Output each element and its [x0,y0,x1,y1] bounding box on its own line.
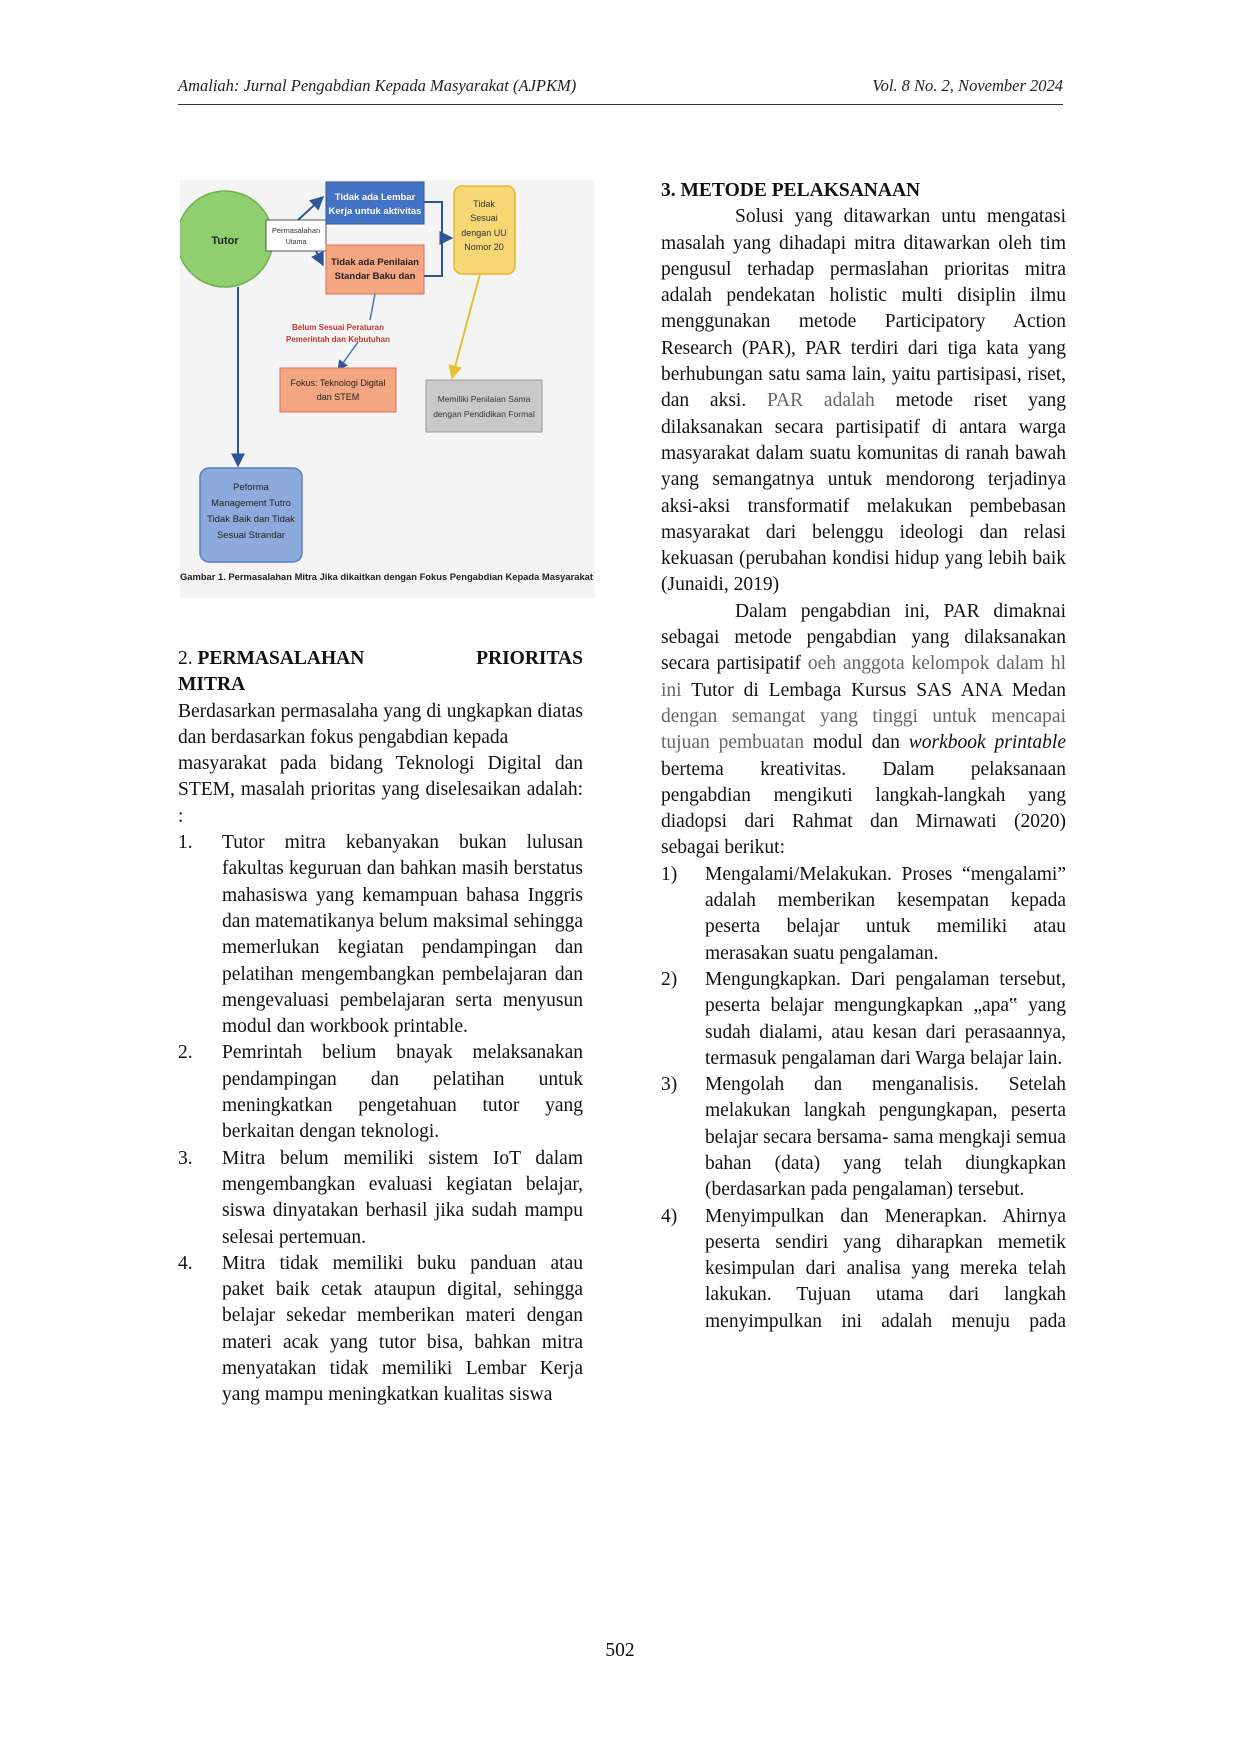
journal-title: Amaliah: Jurnal Pengabdian Kepada Masyar… [178,76,577,95]
figure-diagram: Tutor Permasalahan Utama Tidak ada Lemba… [180,181,593,582]
sesuai-label-2: Sesuai [470,213,498,223]
permasalahan-label-1: Permasalahan [272,226,320,235]
section-2-title-b: PRIORITAS [476,648,583,669]
list-text: Mengalami/Melakukan. Proses “mengalami” … [705,863,1066,964]
fokus-label-1: Fokus: Teknologi Digital [291,378,386,388]
list-item: 2) Mengungkapkan. Dari pengalaman tersebu… [661,967,1066,1072]
arrow-to-penilaian [311,250,324,267]
list-marker: 4. [178,1252,193,1274]
list-item: 3) Mengolah dan menganalisis. Setelah mel… [661,1072,1066,1203]
para-1-text-a: Solusi yang ditawarkan untu mengatasi ma… [661,206,1066,412]
sesuai-label-3: dengan UU [461,228,507,238]
section-2-intro-2: masyarakat pada bidang Teknologi Digital… [178,753,583,827]
section-2-title-c: MITRA [178,674,246,696]
list-marker: 1) [661,863,678,885]
section-3-heading: 3. METODE PELAKSANAAN [661,180,921,201]
performa-label-2: Management Tutro [211,498,291,509]
fokus-label-2: dan STEM [317,392,360,402]
fokus-box [279,367,397,413]
list-text: Menyimpulkan dan Menerapkan. Ahirnya pes… [705,1205,1066,1332]
para-1-text-b: metode riset yang dilaksanakan secara pa… [661,390,1067,596]
list-item: 4) Menyimpulkan dan Menerapkan. Ahirnya p… [661,1204,1066,1335]
figure-caption: Gambar 1. Permasalahan Mitra Jika dikait… [180,571,593,582]
tutor-label: Tutor [211,235,239,247]
section-2-intro-1: Berdasarkan permasalaha yang di ungkapka… [178,700,583,748]
list-text: Pemrintah belium bnayak melaksanakan pen… [222,1042,583,1143]
lembar-box [325,181,425,225]
arrow-to-memiliki [448,273,481,380]
figure-1: Tutor Permasalahan Utama Tidak ada Lemba… [180,180,595,598]
section-3-para-2: Dalam pengabdian ini, PAR dimaknai sebag… [661,599,1066,862]
para-2-italic: workbook printable [908,732,1066,754]
performa-label-4: Sesuai Strandar [217,530,285,541]
para-2-text-a: Dalam pengabdian ini, PAR dimaknai sebag… [661,600,1066,675]
memiliki-label-1: Memiliki Penilaian Sama [438,394,531,404]
list-marker: 4) [661,1205,678,1227]
para-2-text-d: bertema kreativitas. Dalam pelaksanaan p… [661,758,1066,859]
para-1-grey: PAR adalah [767,390,875,412]
arrow-to-lembar [297,196,325,221]
belum-label-1: Belum Sesuai Peraturan [292,323,384,332]
para-2-grey-2: dengan semangat yang tinggi untuk mencap… [661,705,1066,754]
penilaian-label-2: Standar Baku dan [335,271,416,282]
header-rule [178,104,1063,105]
page-number: 502 [605,1640,635,1661]
list-marker: 2. [178,1042,193,1064]
volume-info: Vol. 8 No. 2, November 2024 [872,76,1063,95]
penilaian-label-1: Tidak ada Penilaian [331,257,419,268]
list-item: 4. Mitra tidak memiliki buku panduan atau… [178,1251,583,1409]
para-2-grey-1: oeh anggota kelompok dalam hl ini [661,653,1066,701]
memiliki-label-2: dengan Pendidikan Formal [433,409,535,419]
list-item: 1. Tutor mitra kebanyakan bukan lulusan f… [178,830,583,1040]
permasalahan-box [265,219,327,252]
list-text: Tutor mitra kebanyakan bukan lulusan fak… [222,832,583,1038]
bracket-connector [424,201,443,277]
list-text: Mengungkapkan. Dari pengalaman tersebut,… [705,968,1066,1069]
running-head: Amaliah: Jurnal Pengabdian Kepada Masyar… [178,76,1063,96]
section-3-list: 1) Mengalami/Melakukan. Proses “mengalami… [661,862,1066,1335]
section-2: 2. PERMASALAHAN PRIORITAS MITRA Berdasar… [178,646,583,1409]
list-text: Mitra tidak memiliki buku panduan atau p… [222,1252,583,1406]
section-2-heading: 2. PERMASALAHAN PRIORITAS [178,646,583,672]
section-2-number: 2. [178,648,193,669]
section-3-para-1: Solusi yang ditawarkan untu mengatasi ma… [661,204,1066,598]
arrow-to-fokus [337,341,359,371]
list-item: 3. Mitra belum memiliki sistem IoT dalam … [178,1146,583,1251]
lembar-label-1: Tidak ada Lembar [335,192,416,203]
list-item: 1) Mengalami/Melakukan. Proses “mengalami… [661,862,1066,967]
list-marker: 2) [661,968,678,990]
memiliki-box [425,379,543,433]
para-2-text-b: Tutor di Lembaga Kursus SAS ANA Medan [691,679,1066,701]
belum-label-2: Pemerintah dan Kebutuhan [286,335,390,344]
list-text: Mitra belum memiliki sistem IoT dalam me… [222,1147,583,1248]
penilaian-box [325,244,425,295]
sesuai-box [453,185,516,275]
section-2-title-a: PERMASALAHAN [197,648,365,669]
line-penilaian-down [369,293,376,321]
list-marker: 3. [178,1147,193,1169]
performa-label-1: Peforma [233,482,270,493]
list-text: Mengolah dan menganalisis. Setelah melak… [705,1074,1066,1201]
lembar-label-2: Kerja untuk aktivitas [329,206,422,217]
section-2-list: 1. Tutor mitra kebanyakan bukan lulusan f… [178,830,583,1409]
sesuai-label-1: Tidak [473,199,495,209]
para-2-text-c: modul dan [813,732,900,754]
list-marker: 1. [178,832,193,854]
performa-label-3: Tidak Baik dan Tidak [207,514,295,525]
permasalahan-label-2: Utama [286,239,307,246]
list-item: 2. Pemrintah belium bnayak melaksanakan p… [178,1040,583,1145]
sesuai-label-4: Nomor 20 [464,242,504,252]
section-3: 3. METODE PELAKSANAAN Solusi yang ditawa… [661,178,1066,1335]
performa-box [199,467,303,563]
list-marker: 3) [661,1074,678,1096]
